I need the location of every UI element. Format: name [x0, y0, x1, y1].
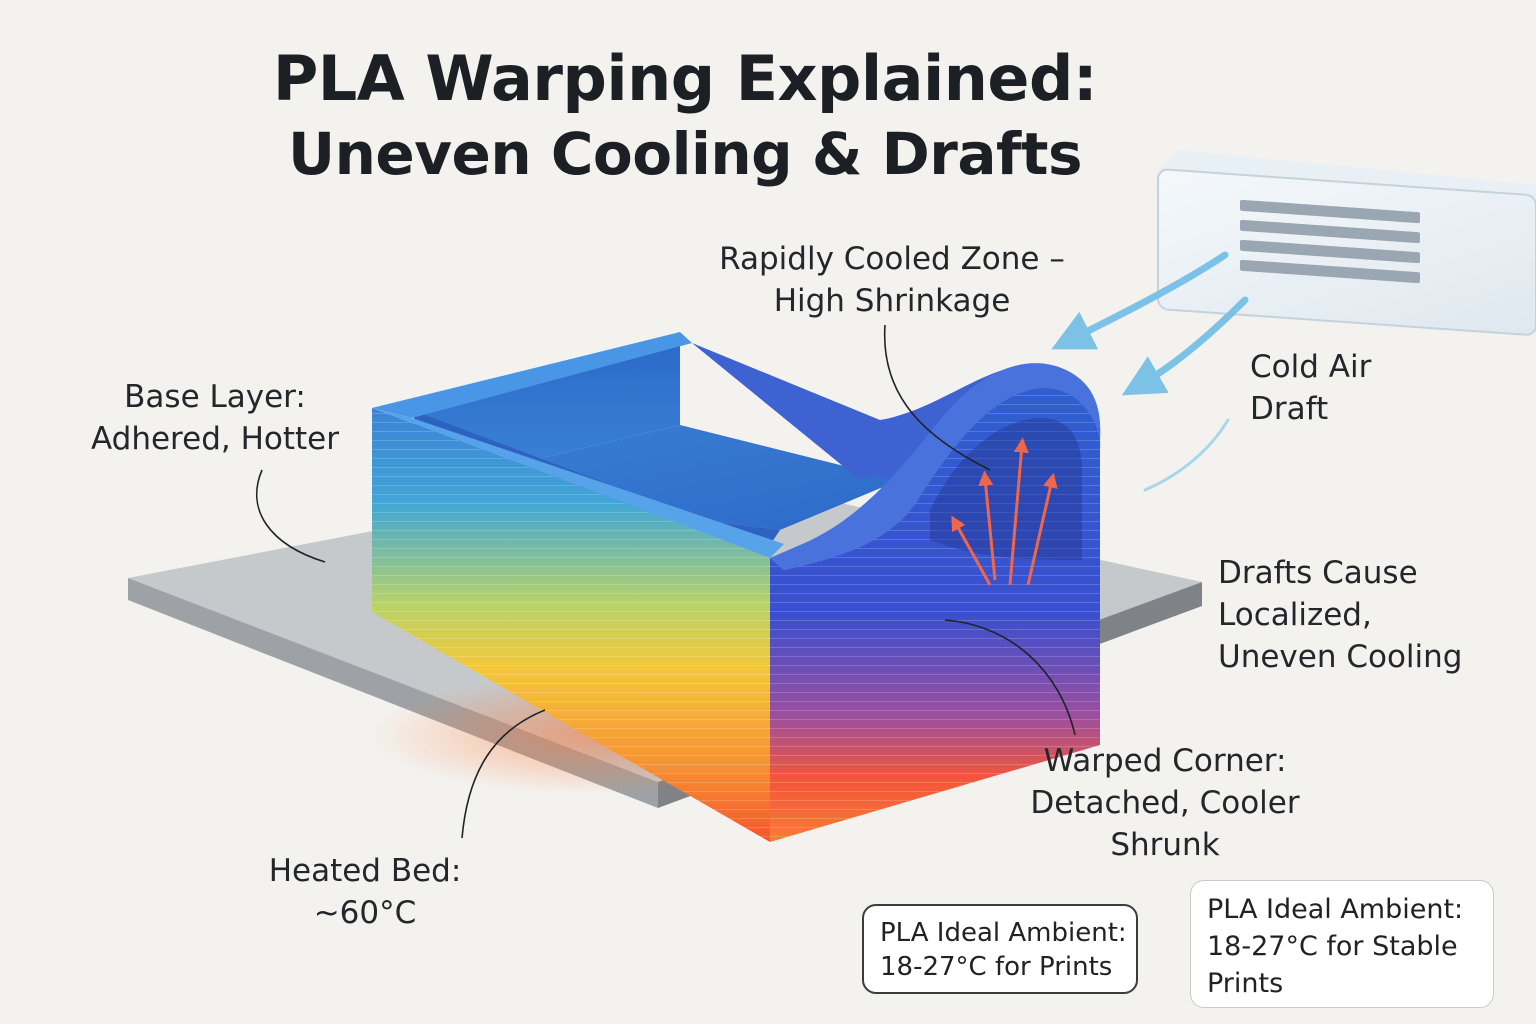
- label-heated-bed-line2: ~60°C: [313, 895, 417, 931]
- info-box-ambient-short: PLA Ideal Ambient: 18-27°C for Prints: [862, 904, 1138, 994]
- label-heated-bed: Heated Bed: ~60°C: [250, 850, 480, 934]
- warped-rim: [770, 363, 1101, 570]
- ac-vents: [1240, 199, 1420, 284]
- heat-arrow-1: [978, 470, 997, 581]
- inner-floor: [430, 425, 900, 530]
- leader-rapid-cool: [883, 324, 991, 471]
- label-warped-corner: Warped Corner: Detached, Cooler Shrunk: [1025, 740, 1305, 866]
- label-drafts-cause-line3: Uneven Cooling: [1218, 639, 1463, 675]
- label-rapid-cool: Rapidly Cooled Zone – High Shrinkage: [712, 238, 1072, 322]
- label-warped-corner-line2: Detached, Cooler: [1030, 785, 1300, 821]
- air-arrow-2: [1121, 296, 1249, 396]
- label-heated-bed-line1: Heated Bed:: [268, 853, 462, 889]
- info-box-2-line2: 18-27°C for Stable: [1207, 931, 1458, 962]
- heat-stress-arrows: [951, 437, 1058, 586]
- leader-heated-bed: [461, 709, 546, 839]
- label-rapid-cool-line1: Rapidly Cooled Zone –: [719, 241, 1065, 277]
- info-box-1-line2: 18-27°C for Prints: [880, 952, 1113, 982]
- air-conditioner: [1157, 150, 1536, 336]
- cold-air-arrows: [1051, 251, 1249, 492]
- info-box-1-line1: PLA Ideal Ambient:: [880, 918, 1127, 948]
- label-cold-air-line2: Draft: [1250, 391, 1329, 427]
- label-drafts-cause-line1: Drafts Cause: [1218, 555, 1418, 591]
- label-base-layer: Base Layer: Adhered, Hotter: [80, 376, 350, 460]
- top-rim-back: [372, 332, 692, 418]
- info-box-2-line1: PLA Ideal Ambient:: [1207, 894, 1464, 925]
- label-cold-air: Cold Air Draft: [1250, 346, 1371, 430]
- front-face-lines: [372, 408, 770, 842]
- page-subtitle: Uneven Cooling & Drafts: [287, 120, 1083, 188]
- label-rapid-cool-line2: High Shrinkage: [773, 283, 1011, 319]
- leader-warped-corner: [944, 619, 1076, 736]
- air-wisp: [1143, 418, 1230, 492]
- cooled-pocket: [930, 418, 1082, 560]
- label-base-layer-line1: Base Layer:: [124, 379, 306, 415]
- label-drafts-cause: Drafts Cause Localized, Uneven Cooling: [1218, 552, 1462, 678]
- leader-base-layer: [255, 469, 326, 563]
- top-rim-left: [372, 408, 784, 558]
- info-box-2-line3: Prints: [1207, 968, 1284, 999]
- label-base-layer-line2: Adhered, Hotter: [91, 421, 339, 457]
- label-cold-air-line1: Cold Air: [1250, 349, 1372, 385]
- label-drafts-cause-line2: Localized,: [1218, 597, 1372, 633]
- page-title: PLA Warping Explained:: [272, 42, 1098, 115]
- label-warped-corner-line3: Shrunk: [1110, 827, 1220, 863]
- leader-lines: [255, 324, 1076, 839]
- heat-arrow-4: [951, 515, 992, 586]
- heat-arrow-3: [1026, 472, 1058, 586]
- info-box-ambient-stable: PLA Ideal Ambient: 18-27°C for Stable Pr…: [1190, 880, 1494, 1008]
- air-arrow-1: [1051, 251, 1229, 350]
- label-warped-corner-line1: Warped Corner:: [1043, 743, 1287, 779]
- heat-arrow-2: [1008, 437, 1029, 586]
